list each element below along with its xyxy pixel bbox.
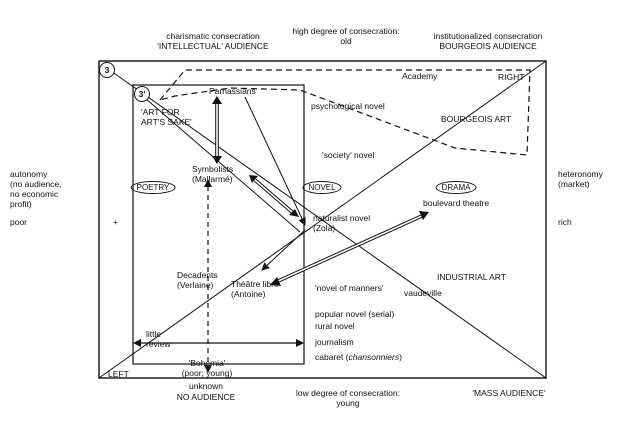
dashed-bourgeois-region [158, 69, 531, 156]
badge-outer-3: 3 [99, 62, 115, 78]
cabaret-suffix: ) [399, 352, 402, 362]
industrial-art-label: INDUSTRIAL ART [437, 272, 506, 282]
inner-diagonal [137, 91, 301, 233]
outer-frame [98, 60, 547, 379]
academy-label: Academy [402, 71, 438, 81]
psychological-novel-label: psychological novel [311, 101, 385, 111]
top-center-line2: old [340, 36, 352, 46]
diagonal-bottom-left-to-top-right [98, 60, 547, 379]
bottom-center-line2: young [336, 398, 360, 408]
genre-poetry: POETRY [130, 181, 176, 194]
bottom-center-line1: low degree of consecration: [296, 388, 400, 398]
bohemia-label: 'Bohemia' (poor; young) [181, 358, 233, 378]
art-for-art-label: 'ART FOR ART'S SAKE' [141, 107, 192, 127]
genre-drama: DRAMA [435, 181, 477, 194]
naturalist-novel-label: naturalist novel (Zola) [313, 213, 371, 233]
top-left-line2: 'INTELLECTUAL' AUDIENCE [157, 41, 269, 51]
no-audience-label: NO AUDIENCE [176, 392, 236, 402]
naturalist-theatre-arrow [261, 229, 306, 271]
heteronomy-label: heteronomy (market) [558, 169, 603, 189]
novel-of-manners-label: 'novel of manners' [315, 283, 384, 293]
rich-label: rich [558, 217, 572, 227]
cabaret-prefix: cabaret ( [315, 352, 349, 362]
parnassians-naturalist-arrow [244, 96, 306, 226]
unknown-label: unknown [188, 381, 224, 391]
left-label: LEFT [108, 369, 129, 379]
theatre-libre-label: Théâtre libre (Antoine) [231, 279, 279, 299]
top-right-line1: institutionalized consecration [433, 31, 543, 41]
bourgeois-art-label: BOURGEOIS ART [441, 114, 512, 124]
rural-novel-label: rural novel [315, 321, 355, 331]
top-center-line1: high degree of consecration: [292, 26, 400, 36]
boulevard-theatre-label: boulevard theatre [423, 198, 490, 208]
top-right-line2: BOURGEOIS AUDIENCE [439, 41, 537, 51]
symbolists-label: Symbolists (Mallarmé) [192, 164, 234, 184]
little-review-label: little review [146, 329, 171, 349]
society-novel-label: 'society' novel [322, 150, 375, 160]
poor-label: poor [10, 217, 28, 227]
plus-label: + [113, 217, 118, 227]
decadents-label: Decadents (Verlaine) [177, 270, 218, 290]
cabaret-label: cabaret (chansonniers) [315, 352, 402, 362]
right-label: RIGHT [498, 72, 525, 82]
diagonal-left-top-to-bottom-right [103, 65, 547, 379]
parnassians-label: Parnassians [209, 86, 256, 96]
cabaret-chansonniers: chansonniers [348, 352, 400, 362]
top-left-line1: charismatic consecration [166, 31, 260, 41]
journalism-label: journalism [315, 337, 354, 347]
badge-inner-3prime: 3' [134, 86, 150, 102]
autonomy-label: autonomy (no audience, no economic profi… [10, 169, 62, 209]
genre-novel: NOVEL [302, 181, 342, 194]
popular-novel-label: popular novel (serial) [315, 309, 395, 319]
vaudeville-label: vaudeville [404, 288, 442, 298]
mass-audience-label: 'MASS AUDIENCE' [472, 388, 546, 398]
